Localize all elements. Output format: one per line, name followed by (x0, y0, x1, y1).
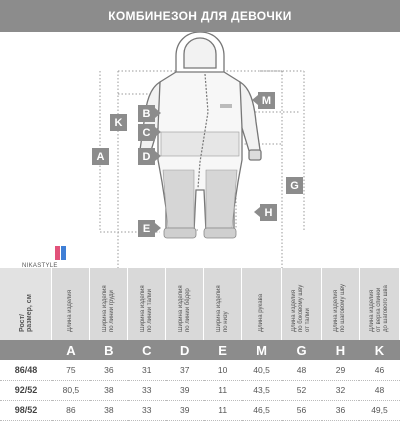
garment-diagram: B C D E K A M H G (0, 31, 400, 276)
size-cell: 86/48 (0, 360, 52, 381)
page-header: КОМБИНЕЗОН ДЛЯ ДЕВОЧКИ (0, 0, 400, 32)
table-cell: 39 (165, 380, 204, 401)
size-cell: 92/52 (0, 380, 52, 401)
table-cell: 36 (321, 400, 360, 421)
label-d: D (138, 148, 161, 165)
table-cell: 39 (165, 400, 204, 421)
letter-cell-empty (0, 340, 52, 360)
table-cell: 75 (51, 360, 90, 381)
column-header-h: Длина изделия по шаговому шву (321, 268, 360, 340)
left-boot-cuff (163, 227, 197, 239)
label-m: M (252, 92, 275, 109)
size-cell: 98/52 (0, 400, 52, 421)
column-header-m: Длина рукава (241, 268, 283, 340)
chest-patch (220, 104, 232, 108)
size-table-header-row: Рост/ размер, см Длина изделия Ширина из… (0, 268, 400, 340)
table-cell: 86 (51, 400, 90, 421)
column-header-e: Ширина изделия по низу (203, 268, 243, 340)
column-header-k: Длина изделия от верха спинки до шаговог… (359, 268, 400, 340)
page-title: КОМБИНЕЗОН ДЛЯ ДЕВОЧКИ (108, 9, 292, 23)
waist-panel (160, 131, 240, 157)
letter-cell-k: K (359, 340, 400, 360)
size-column-header: Рост/ размер, см (0, 268, 53, 340)
table-cell: 43,5 (241, 380, 282, 401)
right-leg-panel (205, 169, 238, 229)
label-c: C (138, 124, 161, 141)
label-k: K (110, 114, 127, 131)
zipper (197, 73, 209, 189)
table-cell: 80,5 (51, 380, 90, 401)
jumpsuit-illustration (99, 31, 305, 276)
letter-row: A B C D E M G H K (0, 340, 400, 360)
table-cell: 52 (281, 380, 322, 401)
table-cell: 48 (359, 380, 400, 401)
brand-logo (32, 244, 88, 270)
table-cell: 56 (281, 400, 322, 421)
table-cell: 32 (321, 380, 360, 401)
size-table: Рост/ размер, см Длина изделия Ширина из… (0, 268, 400, 421)
letter-cell-g: G (281, 340, 322, 360)
table-cell: 33 (127, 380, 166, 401)
letter-cell-a: A (51, 340, 90, 360)
table-cell: 10 (203, 360, 242, 381)
label-g: G (286, 177, 303, 194)
table-cell: 33 (127, 400, 166, 421)
table-cell: 11 (203, 380, 242, 401)
column-header-b: Ширина изделия по линии груди (89, 268, 129, 340)
table-cell: 11 (203, 400, 242, 421)
letter-cell-e: E (203, 340, 242, 360)
column-header-d: Ширина изделия по линии бёдер (165, 268, 205, 340)
table-cell: 46,5 (241, 400, 282, 421)
table-row: 86/48 75 36 31 37 10 40,5 48 29 46 (0, 360, 400, 381)
label-e: E (138, 220, 161, 237)
column-header-g: Длина изделия по боковому шву от талии (281, 268, 322, 340)
table-cell: 36 (89, 360, 128, 381)
letter-cell-m: M (241, 340, 282, 360)
label-b: B (138, 105, 161, 122)
table-cell: 49,5 (359, 400, 400, 421)
table-row: 98/52 86 38 33 39 11 46,5 56 36 49,5 (0, 400, 400, 421)
table-cell: 31 (127, 360, 166, 381)
label-h: H (254, 204, 277, 221)
letter-cell-h: H (321, 340, 360, 360)
brand-name: NIKASTYLE (22, 263, 58, 269)
table-row: 92/52 80,5 38 33 39 11 43,5 52 32 48 (0, 380, 400, 401)
column-header-a: Длина изделия (51, 268, 91, 340)
table-cell: 37 (165, 360, 204, 381)
right-boot-cuff (203, 227, 237, 239)
letter-cell-d: D (165, 340, 204, 360)
column-header-c: Ширина изделия по линии талии (127, 268, 167, 340)
letter-cell-c: C (127, 340, 166, 360)
table-cell: 29 (321, 360, 360, 381)
table-cell: 38 (89, 380, 128, 401)
label-a: A (92, 148, 109, 165)
table-cell: 40,5 (241, 360, 282, 381)
table-cell: 46 (359, 360, 400, 381)
letter-cell-b: B (89, 340, 128, 360)
table-cell: 48 (281, 360, 322, 381)
brand-logo-mark (55, 246, 66, 260)
table-cell: 38 (89, 400, 128, 421)
left-leg-panel (162, 169, 195, 229)
